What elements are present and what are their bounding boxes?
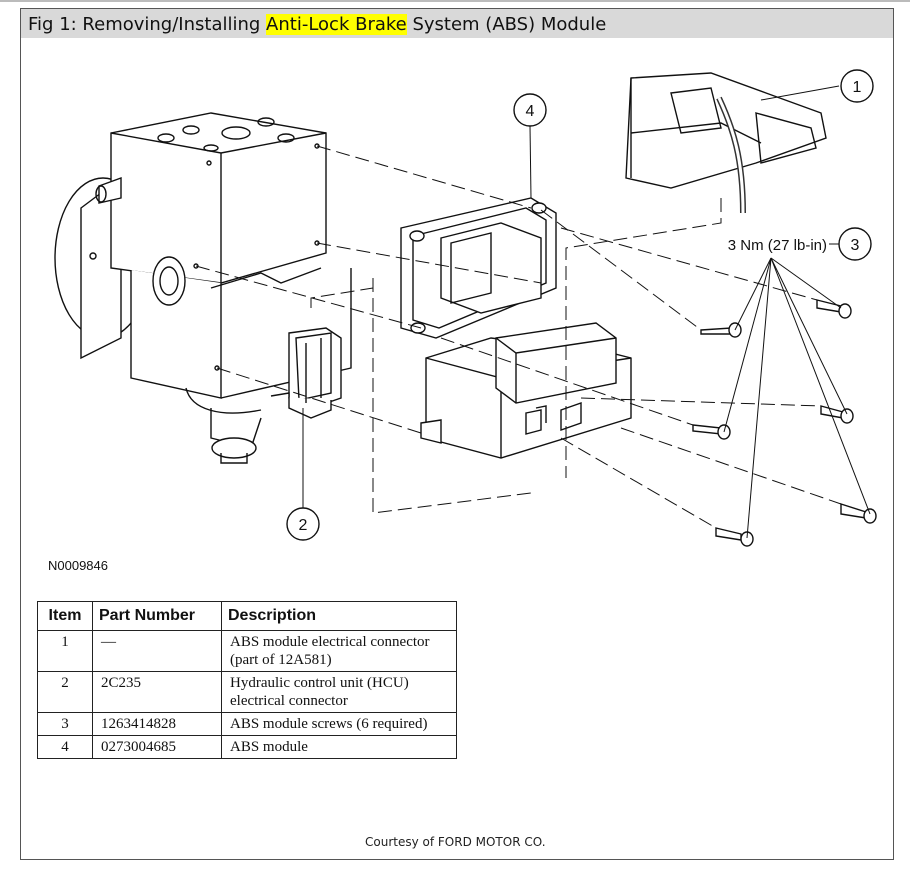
screw-2 (816, 299, 852, 319)
callout-1-label: 1 (853, 79, 862, 96)
leader-lines (302, 85, 871, 539)
callout-2: 2 (286, 507, 320, 541)
callout-2-label: 2 (299, 517, 308, 534)
title-bar (21, 9, 893, 38)
title-highlight: Anti-Lock Brake (266, 14, 407, 35)
callout-4: 4 (513, 93, 547, 127)
cell-description: Hydraulic control unit (HCU) electrical … (221, 671, 457, 713)
cell-part-number: — (92, 630, 222, 672)
cell-item: 4 (37, 735, 93, 759)
cell-item: 3 (37, 712, 93, 736)
parts-table: Item Part Number Description 1 — ABS mod… (37, 601, 457, 759)
torque-spec-label: 3 Nm (27 lb-in) (728, 237, 827, 254)
abs-exploded-diagram: 1 4 3 2 3 Nm (27 lb-in) (54, 69, 877, 547)
callout-3: 3 (838, 227, 872, 261)
top-border-line (0, 0, 910, 2)
cell-description: ABS module electrical connector (part of… (221, 630, 457, 672)
title-suffix: System (ABS) Module (406, 14, 607, 35)
table-row: 4 0273004685 ABS module (37, 735, 457, 759)
table-row: 2 2C235 Hydraulic control unit (HCU) ele… (37, 671, 457, 713)
cell-part-number: 1263414828 (92, 712, 222, 736)
alignment-lines (195, 145, 842, 529)
callout-1: 1 (840, 69, 874, 103)
callout-4-label: 4 (526, 103, 535, 120)
abs-module-connector (625, 72, 827, 214)
hcu-electrical-connector (270, 327, 342, 419)
courtesy-credit: Courtesy of FORD MOTOR CO. (365, 835, 546, 849)
callout-3-label: 3 (851, 237, 860, 254)
table-row: 1 — ABS module electrical connector (par… (37, 630, 457, 672)
header-item: Item (37, 601, 93, 631)
title-prefix: Fig 1: Removing/Installing (28, 14, 267, 35)
header-part-number: Part Number (92, 601, 222, 631)
abs-module (400, 197, 632, 459)
figure-title: Fig 1: Removing/Installing Anti-Lock Bra… (28, 14, 606, 35)
table-row: 3 1263414828 ABS module screws (6 requir… (37, 712, 457, 736)
screw-5 (715, 527, 754, 547)
header-description: Description (221, 601, 457, 631)
table-header-row: Item Part Number Description (37, 601, 457, 631)
screw-6 (840, 503, 877, 524)
cell-item: 2 (37, 671, 93, 713)
screw-4 (820, 405, 854, 424)
hcu-block (54, 112, 352, 464)
figure-id: N0009846 (48, 558, 108, 573)
abs-module-screws (692, 299, 877, 547)
cell-description: ABS module (221, 735, 457, 759)
cell-description: ABS module screws (6 required) (221, 712, 457, 736)
cell-part-number: 2C235 (92, 671, 222, 713)
cell-part-number: 0273004685 (92, 735, 222, 759)
cell-item: 1 (37, 630, 93, 672)
